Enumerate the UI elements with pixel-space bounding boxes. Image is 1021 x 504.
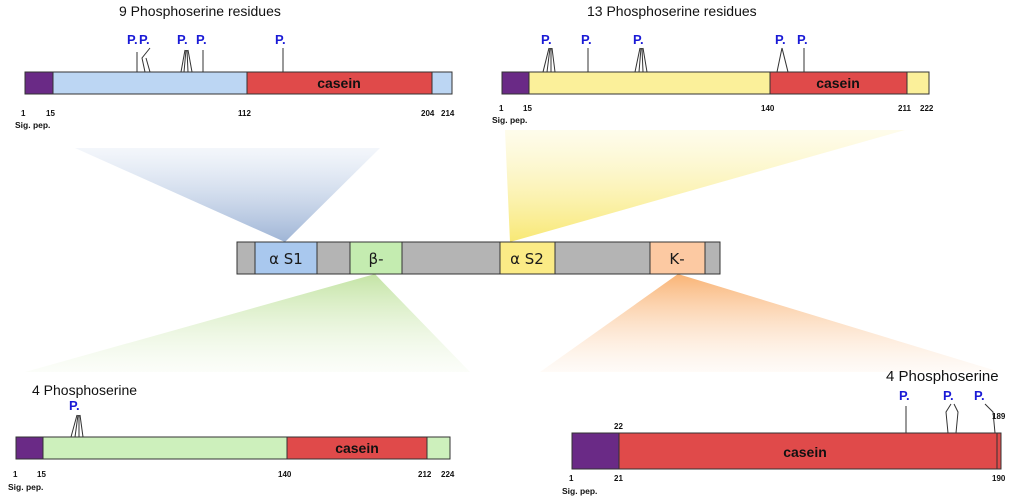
beta-tick: 212 bbox=[418, 470, 432, 479]
kappa-tick: 190 bbox=[992, 474, 1006, 483]
alpha-s1-phospho-line bbox=[187, 49, 193, 73]
beta-tick: 224 bbox=[441, 470, 455, 479]
alpha-s2-phospho-line bbox=[776, 47, 783, 73]
segment-alpha-s1-label: α S1 bbox=[269, 250, 303, 268]
kappa-phospho-line bbox=[953, 403, 959, 434]
alpha-s1-tick: 1 bbox=[21, 109, 26, 118]
kappa-phospho-label: P. bbox=[974, 388, 985, 403]
alpha-s1-n-region bbox=[52, 71, 248, 95]
kappa-signal-peptide bbox=[571, 432, 620, 470]
beta-tick: 15 bbox=[37, 470, 46, 479]
alpha-s2-signal-peptide bbox=[501, 71, 530, 95]
alpha-s1-tick: 214 bbox=[441, 109, 455, 118]
alpha-s1-tail bbox=[431, 71, 453, 95]
kappa-sig-label: Sig. pep. bbox=[562, 486, 597, 496]
alpha-s2-protein: 13 Phosphoserine residues casein P. P. P… bbox=[492, 3, 934, 125]
alpha-s2-phospho-line bbox=[634, 47, 641, 73]
alpha-s2-phospho-label: P. bbox=[633, 32, 644, 47]
alpha-s2-casein-label: casein bbox=[816, 75, 860, 91]
alpha-s1-protein: 9 Phosphoserine residues casein P. P. P.… bbox=[15, 3, 455, 130]
kappa-tick: 1 bbox=[569, 474, 574, 483]
segment-alpha-s1 bbox=[254, 241, 318, 275]
kappa-phospho-line bbox=[984, 403, 996, 434]
beta-signal-peptide bbox=[15, 436, 44, 460]
segment-alpha-s2-label: α S2 bbox=[510, 250, 544, 268]
beta-tail bbox=[426, 436, 451, 460]
alpha-s1-phospho-line bbox=[180, 49, 186, 73]
alpha-s2-phospho-label: P. bbox=[581, 32, 592, 47]
alpha-s2-tick: 211 bbox=[898, 104, 911, 113]
alpha-s1-signal-peptide bbox=[24, 71, 54, 95]
segment-kappa-label: Κ- bbox=[669, 250, 684, 268]
beta-n-region bbox=[42, 436, 288, 460]
alpha-s1-projection bbox=[75, 148, 380, 242]
alpha-s1-tick: 204 bbox=[421, 109, 435, 118]
alpha-s2-tick: 15 bbox=[523, 104, 532, 113]
kappa-projection bbox=[540, 274, 1000, 372]
alpha-s2-projection bbox=[505, 130, 905, 242]
beta-projection bbox=[25, 274, 470, 372]
alpha-s2-phospho-line bbox=[642, 47, 648, 73]
kappa-phospho-line bbox=[945, 403, 952, 434]
alpha-s2-n-region bbox=[528, 71, 771, 95]
beta-sig-label: Sig. pep. bbox=[8, 482, 43, 492]
alpha-s2-phospho-line bbox=[542, 47, 550, 73]
kappa-casein-label: casein bbox=[783, 444, 827, 460]
center-casein-bar: α S1 β- α S2 Κ- bbox=[236, 241, 721, 275]
alpha-s1-sig-label: Sig. pep. bbox=[15, 120, 50, 130]
alpha-s2-phospho-line bbox=[781, 47, 789, 73]
beta-casein-label: casein bbox=[335, 440, 379, 456]
beta-title: 4 Phosphoserine bbox=[32, 382, 137, 398]
segment-kappa bbox=[649, 241, 706, 275]
kappa-tick: 22 bbox=[614, 422, 623, 431]
segment-beta bbox=[349, 241, 403, 275]
alpha-s2-phospho-label: P. bbox=[541, 32, 552, 47]
alpha-s2-sig-label: Sig. pep. bbox=[492, 115, 527, 125]
alpha-s2-tick: 222 bbox=[920, 104, 934, 113]
kappa-phospho-label: P. bbox=[899, 388, 910, 403]
alpha-s2-tick: 140 bbox=[761, 104, 775, 113]
alpha-s1-phospho-line bbox=[141, 47, 151, 73]
kappa-phospho-label: P. bbox=[943, 388, 954, 403]
alpha-s1-phospho-label: P. bbox=[139, 32, 150, 47]
alpha-s2-phospho-label: P. bbox=[775, 32, 786, 47]
kappa-tick: 21 bbox=[614, 474, 623, 483]
alpha-s1-phospho-line bbox=[145, 57, 151, 73]
kappa-title: 4 Phosphoserine bbox=[886, 368, 999, 385]
alpha-s2-title: 13 Phosphoserine residues bbox=[587, 3, 757, 19]
segment-alpha-s2 bbox=[499, 241, 556, 275]
alpha-s1-tick: 15 bbox=[46, 109, 55, 118]
alpha-s2-phospho-line bbox=[638, 47, 642, 73]
alpha-s1-tick: 112 bbox=[238, 109, 251, 118]
alpha-s1-phospho-line bbox=[186, 49, 189, 73]
alpha-s1-casein-label: casein bbox=[317, 75, 361, 91]
beta-phospho-label: P. bbox=[69, 398, 80, 413]
beta-phospho-line bbox=[74, 414, 79, 438]
alpha-s1-phospho-label: P. bbox=[275, 32, 286, 47]
alpha-s2-phospho-line bbox=[551, 47, 556, 73]
alpha-s2-tail bbox=[906, 71, 930, 95]
alpha-s2-phospho-line bbox=[546, 47, 551, 73]
kappa-protein: 4 Phosphoserine casein P. P. P. 1 21 190… bbox=[562, 368, 1006, 496]
alpha-s1-phospho-label: P. bbox=[127, 32, 138, 47]
kappa-casein-region bbox=[618, 432, 998, 470]
segment-beta-label: β- bbox=[369, 250, 384, 268]
beta-protein: 4 Phosphoserine casein P. 1 15 140 212 2… bbox=[8, 382, 455, 492]
alpha-s1-phospho-line bbox=[183, 49, 187, 73]
alpha-s1-phospho-label: P. bbox=[196, 32, 207, 47]
alpha-s1-title: 9 Phosphoserine residues bbox=[119, 3, 281, 19]
alpha-s2-phospho-line bbox=[641, 47, 644, 73]
kappa-c-terminal bbox=[996, 432, 1002, 470]
beta-tick: 1 bbox=[13, 470, 18, 479]
beta-phospho-line bbox=[79, 414, 84, 438]
alpha-s1-phospho-label: P. bbox=[177, 32, 188, 47]
alpha-s2-tick: 1 bbox=[499, 104, 504, 113]
beta-phospho-line bbox=[70, 414, 78, 438]
kappa-tick: 189 bbox=[992, 412, 1006, 421]
alpha-s2-phospho-label: P. bbox=[797, 32, 808, 47]
beta-tick: 140 bbox=[278, 470, 292, 479]
